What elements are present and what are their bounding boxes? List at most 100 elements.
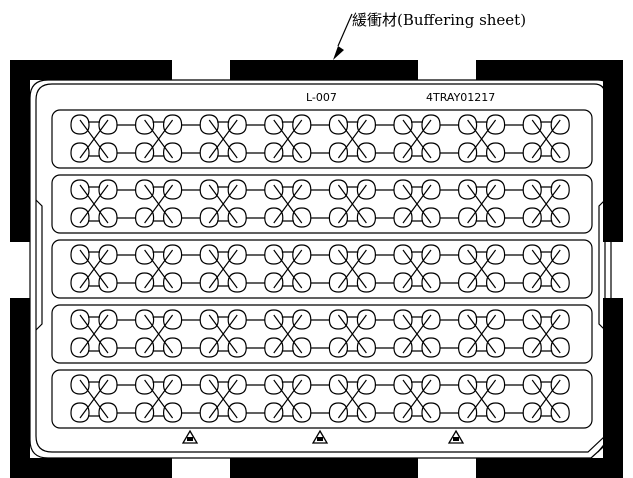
pocket-connector [402, 249, 432, 289]
pocket-cell [328, 142, 349, 163]
pocket-unit [264, 374, 330, 423]
pocket-tie [281, 381, 294, 417]
pocket-cell [199, 244, 219, 265]
pocket-cell [134, 272, 155, 293]
pocket-connector [337, 379, 367, 419]
pocket-unit [134, 114, 201, 163]
pocket-cell [264, 337, 284, 358]
pocket-tie [217, 316, 230, 352]
pocket-connector [531, 184, 561, 224]
pocket-cell [485, 272, 506, 293]
pocket-cell [457, 309, 478, 330]
pocket-tie [152, 251, 165, 287]
pocket-cell [199, 309, 219, 330]
pocket-tie [540, 121, 553, 157]
tray-part-number: 4TRAY01217 [426, 91, 495, 104]
pocket-unit [134, 374, 201, 423]
pocket-unit [522, 179, 570, 228]
pocket-link [375, 254, 394, 284]
pocket-cell [485, 244, 506, 265]
pocket-cell [485, 309, 506, 330]
pocket-link [181, 254, 201, 284]
pocket-connector [144, 184, 174, 224]
pocket-cell [485, 337, 506, 358]
pocket-cell [162, 374, 183, 395]
pocket-unit [264, 309, 330, 358]
pocket-connector [337, 314, 367, 354]
pocket-link [246, 319, 265, 349]
pocket-tie [411, 186, 423, 222]
pocket-link [504, 319, 524, 349]
pocket-tie [88, 121, 100, 157]
pocket-cell [292, 179, 312, 200]
pocket-unit [70, 179, 136, 228]
pocket-connector [273, 314, 303, 354]
pocket-cell [328, 114, 349, 135]
pocket-link [310, 124, 330, 154]
pocket-cell [70, 244, 90, 265]
tray-code: L-007 [306, 91, 337, 104]
pocket-row [51, 109, 593, 169]
pocket-cell [134, 374, 155, 395]
pocket-connector [467, 249, 497, 289]
pocket-cell [292, 272, 312, 293]
pocket-cell [356, 272, 377, 293]
pocket-cell [227, 374, 247, 395]
pocket-cell [457, 337, 478, 358]
pocket-connector [273, 184, 303, 224]
pocket-tie [475, 316, 488, 352]
pocket-link [504, 384, 524, 414]
pocket-link [246, 384, 265, 414]
pocket-unit [457, 309, 524, 358]
pocket-connector [402, 119, 432, 159]
pocket-cell [292, 309, 312, 330]
pocket-cell [292, 207, 312, 228]
pocket-unit [393, 309, 459, 358]
pocket-cell [457, 207, 478, 228]
pocket-tie [346, 121, 359, 157]
pocket-cell [550, 142, 570, 163]
pocket-link [117, 189, 136, 219]
pocket-unit [393, 244, 459, 293]
pocket-link [117, 384, 136, 414]
pocket-tie [540, 316, 553, 352]
pocket-cell [264, 207, 284, 228]
pocket-link [440, 384, 459, 414]
pocket-tie [217, 121, 230, 157]
pocket-cell [328, 309, 349, 330]
pocket-tie [346, 186, 359, 222]
pocket-cell [264, 179, 284, 200]
pocket-cell [356, 179, 377, 200]
pocket-connector [144, 314, 174, 354]
pocket-cell [199, 402, 219, 423]
pocket-tie [88, 381, 100, 417]
pocket-link [504, 254, 524, 284]
pocket-link [310, 384, 330, 414]
pocket-tie [540, 186, 553, 222]
pocket-cell [227, 114, 247, 135]
pocket-unit [328, 374, 394, 423]
row-outline [51, 109, 593, 169]
pocket-connector [79, 249, 109, 289]
pocket-cell [227, 402, 247, 423]
pocket-cell [134, 114, 155, 135]
pocket-connector [79, 379, 109, 419]
pocket-unit [328, 114, 394, 163]
pocket-tie [411, 316, 423, 352]
pocket-cell [393, 244, 413, 265]
pocket-cell [227, 207, 247, 228]
pocket-cell [98, 402, 118, 423]
pocket-connector [531, 119, 561, 159]
pocket-link [440, 254, 459, 284]
pocket-cell [356, 142, 377, 163]
pocket-connector [531, 249, 561, 289]
pocket-unit [522, 244, 570, 293]
pocket-cell [292, 337, 312, 358]
pocket-tie [217, 186, 230, 222]
pocket-tie [540, 381, 553, 417]
pocket-unit [199, 114, 265, 163]
pocket-cell [162, 142, 183, 163]
pocket-connector [208, 379, 238, 419]
pocket-link [181, 124, 201, 154]
